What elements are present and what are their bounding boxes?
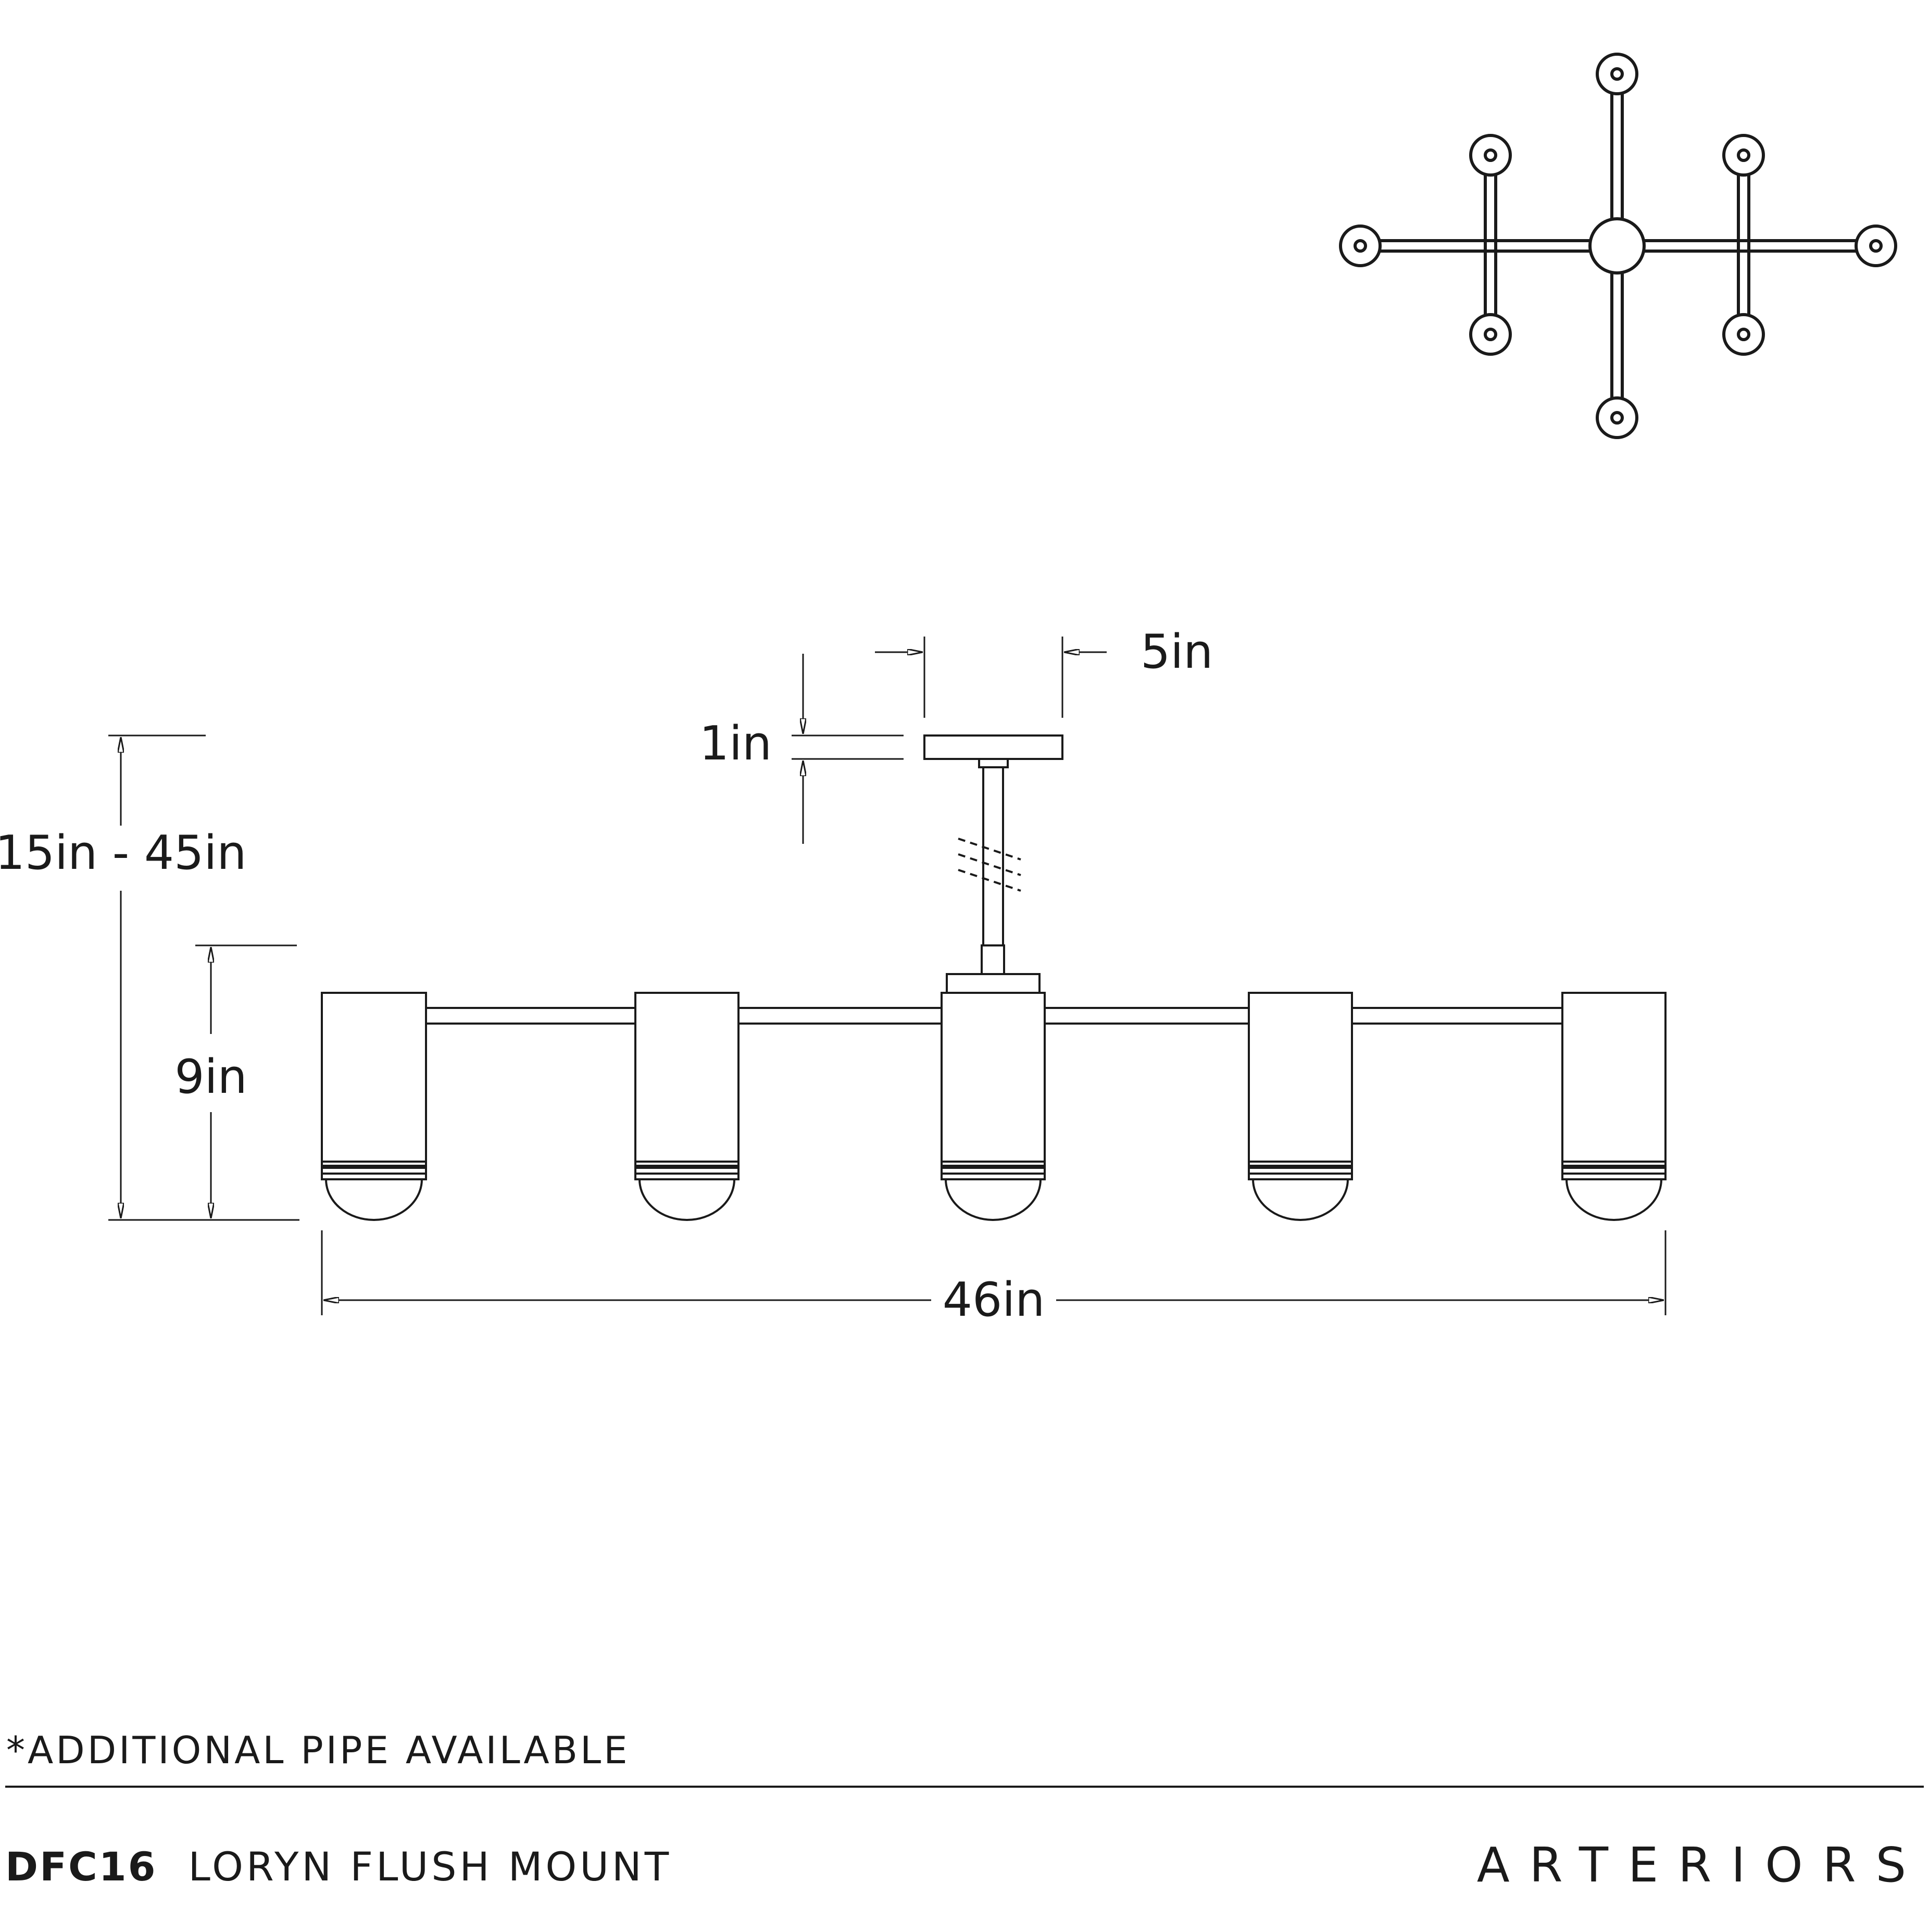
pipe-break-marks	[958, 838, 1021, 892]
front-elevation	[321, 734, 1667, 1221]
dim-canopy-width: 5in	[1141, 625, 1213, 679]
plan-shade	[1722, 134, 1765, 177]
plan-shade	[1855, 225, 1897, 267]
fixture-body-5	[1561, 992, 1667, 1221]
product-name: LORYN FLUSH MOUNT	[189, 1843, 672, 1890]
dim-overall-height: 15in - 45in	[0, 826, 246, 880]
dim-overall-width: 46in	[943, 1273, 1045, 1327]
fixture-body-3	[941, 992, 1046, 1221]
center-cap	[946, 973, 1041, 994]
fixture-body-1	[321, 992, 427, 1221]
plan-canopy	[1588, 217, 1646, 275]
stem-fitting	[978, 758, 1009, 768]
plan-shade	[1469, 134, 1512, 177]
stem-coupling	[981, 944, 1005, 975]
canopy-plate	[923, 734, 1063, 760]
product-title: DFC16 LORYN FLUSH MOUNT	[5, 1843, 672, 1890]
product-sku: DFC16	[5, 1843, 157, 1890]
footnote: *ADDITIONAL PIPE AVAILABLE	[6, 1728, 630, 1772]
dim-canopy-height: 1in	[699, 716, 772, 771]
plan-shade	[1596, 53, 1638, 95]
plan-shade	[1339, 225, 1382, 267]
fixture-body-4	[1248, 992, 1353, 1221]
dimension-lines	[108, 637, 1667, 1315]
plan-shade	[1469, 313, 1512, 356]
fixture-body-2	[634, 992, 740, 1221]
plan-shades	[1339, 53, 1897, 439]
dim-fixture-height: 9in	[174, 1050, 247, 1104]
top-view-plan	[1339, 53, 1897, 439]
plan-shade	[1596, 396, 1638, 439]
plan-shade	[1722, 313, 1765, 356]
brand-logo: ARTERIORS	[1477, 1837, 1926, 1893]
